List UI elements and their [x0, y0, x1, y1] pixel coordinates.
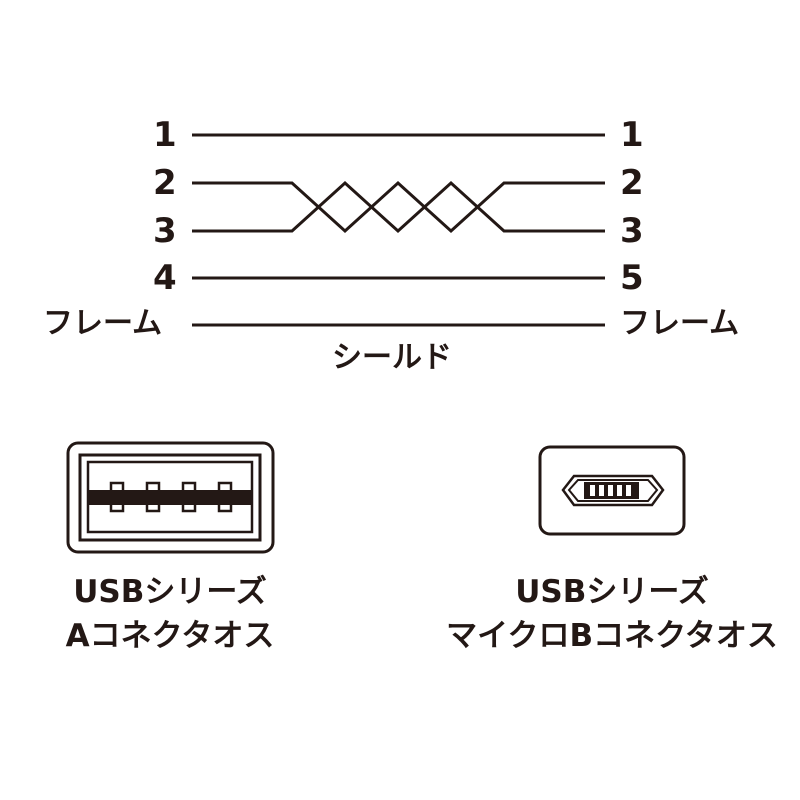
left-pin-4-label: 4 [153, 258, 177, 298]
wire-2 [192, 180, 605, 234]
usb-micro-b-caption: USBシリーズ マイクロBコネクタオス [432, 570, 792, 658]
usb-micro-b-caption-line2: マイクロBコネクタオス [446, 618, 778, 654]
right-pin-1-label: 1 [620, 115, 644, 155]
usb-micro-b-caption-line1: USBシリーズ [515, 574, 709, 610]
left-frame-label: フレーム [43, 306, 163, 341]
left-pin-1-label: 1 [153, 115, 177, 155]
left-pin-2-label: 2 [153, 163, 177, 203]
right-pin-2-label: 2 [620, 163, 644, 203]
usb-a-connector-icon [66, 441, 275, 554]
usb-micro-b-connector-icon [538, 445, 686, 536]
usb-a-caption-line1: USBシリーズ [73, 574, 267, 610]
wire-3 [192, 180, 605, 234]
usb-a-caption: USBシリーズ Aコネクタオス [40, 570, 300, 658]
right-pin-3-label: 3 [620, 211, 644, 251]
right-frame-label: フレーム [620, 306, 740, 341]
left-pin-3-label: 3 [153, 211, 177, 251]
shield-label: シールド [332, 340, 452, 375]
usb-a-caption-line2: Aコネクタオス [65, 618, 275, 654]
right-pin-5-label: 5 [620, 258, 644, 298]
